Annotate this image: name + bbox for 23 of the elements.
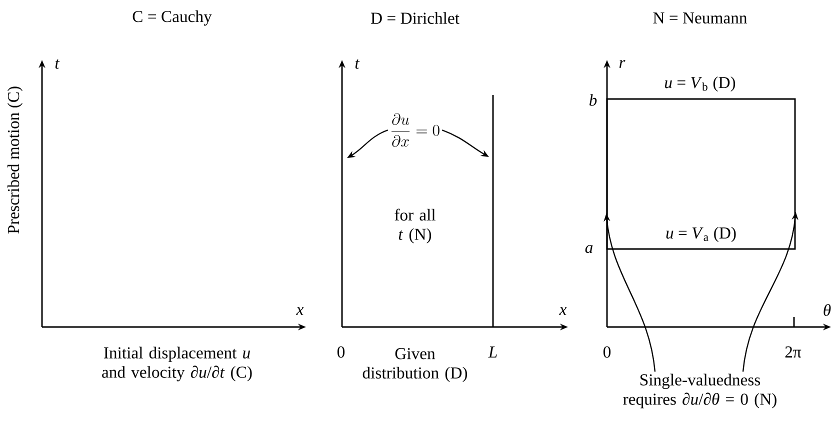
- axis-value: a: [585, 245, 593, 253]
- tick-label: 0: [337, 346, 345, 358]
- axis-label: θ: [824, 304, 831, 316]
- panel-title: N = Neumann: [653, 12, 748, 24]
- axis-title: Initial displacement u and velocity ∂u/∂t (C): [102, 346, 252, 382]
- domain-rectangle: u = V$_{a}$ (D): [606, 98, 796, 250]
- boundary-note: for all t (N): [394, 208, 436, 244]
- axis-title: Given distribution (D): [362, 348, 468, 382]
- tick-label: 2π: [785, 346, 802, 358]
- panel-title: D = Dirichlet: [370, 12, 460, 24]
- axis-label: r: [619, 60, 626, 68]
- axis-label: t: [355, 59, 360, 69]
- boundary-condition: u = V$_{b}$ (D): [665, 76, 736, 92]
- tick-label: 0: [603, 346, 611, 358]
- note-text: Single-valuedness requires ∂u/∂θ = 0 (N): [623, 374, 776, 408]
- panel-title: C = Cauchy: [132, 10, 212, 26]
- axis-label: x: [296, 307, 304, 315]
- axis-value: b: [589, 94, 597, 106]
- axis-label: x: [559, 307, 567, 315]
- axis-label: t: [55, 59, 60, 69]
- formula-label: $\frac{\partial u}{\partial x} = 0$: [392, 113, 440, 147]
- axis-title: Prescribed motion (C): [7, 86, 23, 234]
- tick-label: L: [488, 346, 497, 358]
